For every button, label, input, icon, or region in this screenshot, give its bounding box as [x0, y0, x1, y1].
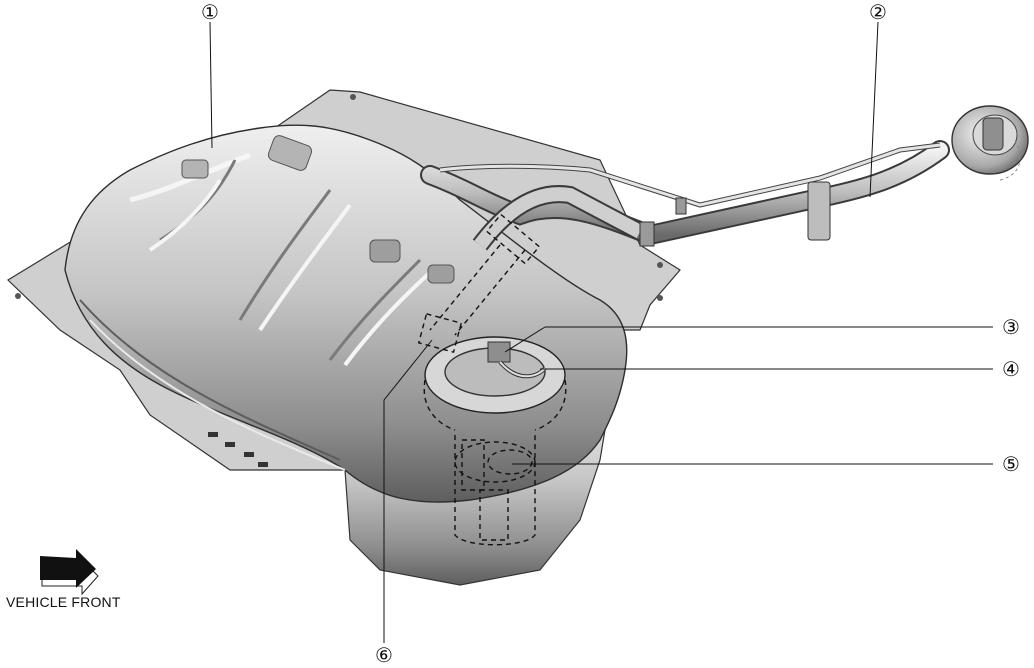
- vehicle-front-label: VEHICLE FRONT: [6, 594, 121, 610]
- fuel-pump-unit: [423, 336, 567, 546]
- callout-label-1: ①: [201, 0, 219, 24]
- callout-1: ①: [201, 0, 219, 24]
- callout-label-5: ⑤: [1002, 452, 1020, 476]
- callout-label-4: ④: [1002, 357, 1020, 381]
- callout-label-3: ③: [1002, 315, 1020, 339]
- vehicle-front-arrow-icon: [40, 549, 99, 596]
- callout-5: ⑤: [1002, 452, 1020, 476]
- filler-cap: [951, 105, 1029, 181]
- leader-lines: [209, 21, 993, 643]
- callout-4: ④: [1002, 357, 1020, 381]
- filler-pipe: [420, 140, 950, 251]
- callout-3: ③: [1002, 315, 1020, 339]
- callout-label-2: ②: [869, 0, 887, 24]
- callout-2: ②: [869, 0, 887, 24]
- pump-connector: [487, 341, 547, 379]
- callout-label-6: ⑥: [375, 643, 393, 667]
- internal-hose: [417, 213, 541, 354]
- callout-6: ⑥: [375, 643, 393, 667]
